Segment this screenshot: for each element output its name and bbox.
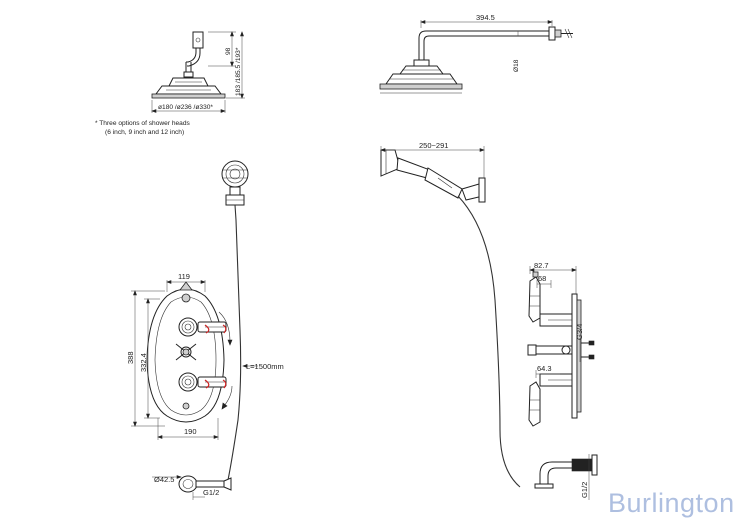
valve-inner-height-label: 332.4 [139,353,148,372]
valve-front-view: 119 388 332.4 190 L=1500mm [126,272,284,440]
side-outlet-thread-label: G1/2 [580,482,589,498]
side-projection-label: 64.3 [537,364,552,373]
arm-diameter-label: Ø18 [513,59,520,72]
head-front-total-label: 183 /185.5 /193* [235,47,242,96]
outlet-diameter-label: Ø42.5 [154,475,174,484]
head-front-height-label: 98 [225,47,232,55]
side-depth-label: 68 [538,274,546,283]
hose-length-label: L=1500mm [246,362,284,371]
handset-front-view [221,160,249,481]
wall-outlet-side-view: G1/2 [534,454,598,500]
handset-reach-label: 250~291 [419,141,448,150]
valve-side-view: 82.7 68 G3/4 64.3 [527,261,595,427]
side-depth-total-label: 82.7 [534,261,549,270]
shower-head-note-line2: (6 inch, 9 inch and 12 inch) [105,129,184,136]
valve-base-width-label: 190 [184,427,197,436]
shower-head-front-view: 98 183 /185.5 /193* ø180 /ø236 /ø330* * … [95,31,245,136]
handset-side-view: 250~291 [380,141,521,488]
side-inlet-thread-label: G3/4 [575,324,584,340]
wall-outlet-front-view: Ø42.5 G1/2 [152,475,232,500]
head-diameters-label: ø180 /ø236 /ø330* [158,104,213,111]
shower-head-note-line1: * Three options of shower heads [95,120,191,127]
shower-head-side-view: 394.5 Ø18 [379,13,573,94]
valve-width-label: 119 [178,272,190,281]
outlet-thread-label: G1/2 [203,488,219,497]
brand-logo: Burlington [608,488,735,518]
valve-height-label: 388 [126,351,135,364]
arm-length-label: 394.5 [476,13,495,22]
